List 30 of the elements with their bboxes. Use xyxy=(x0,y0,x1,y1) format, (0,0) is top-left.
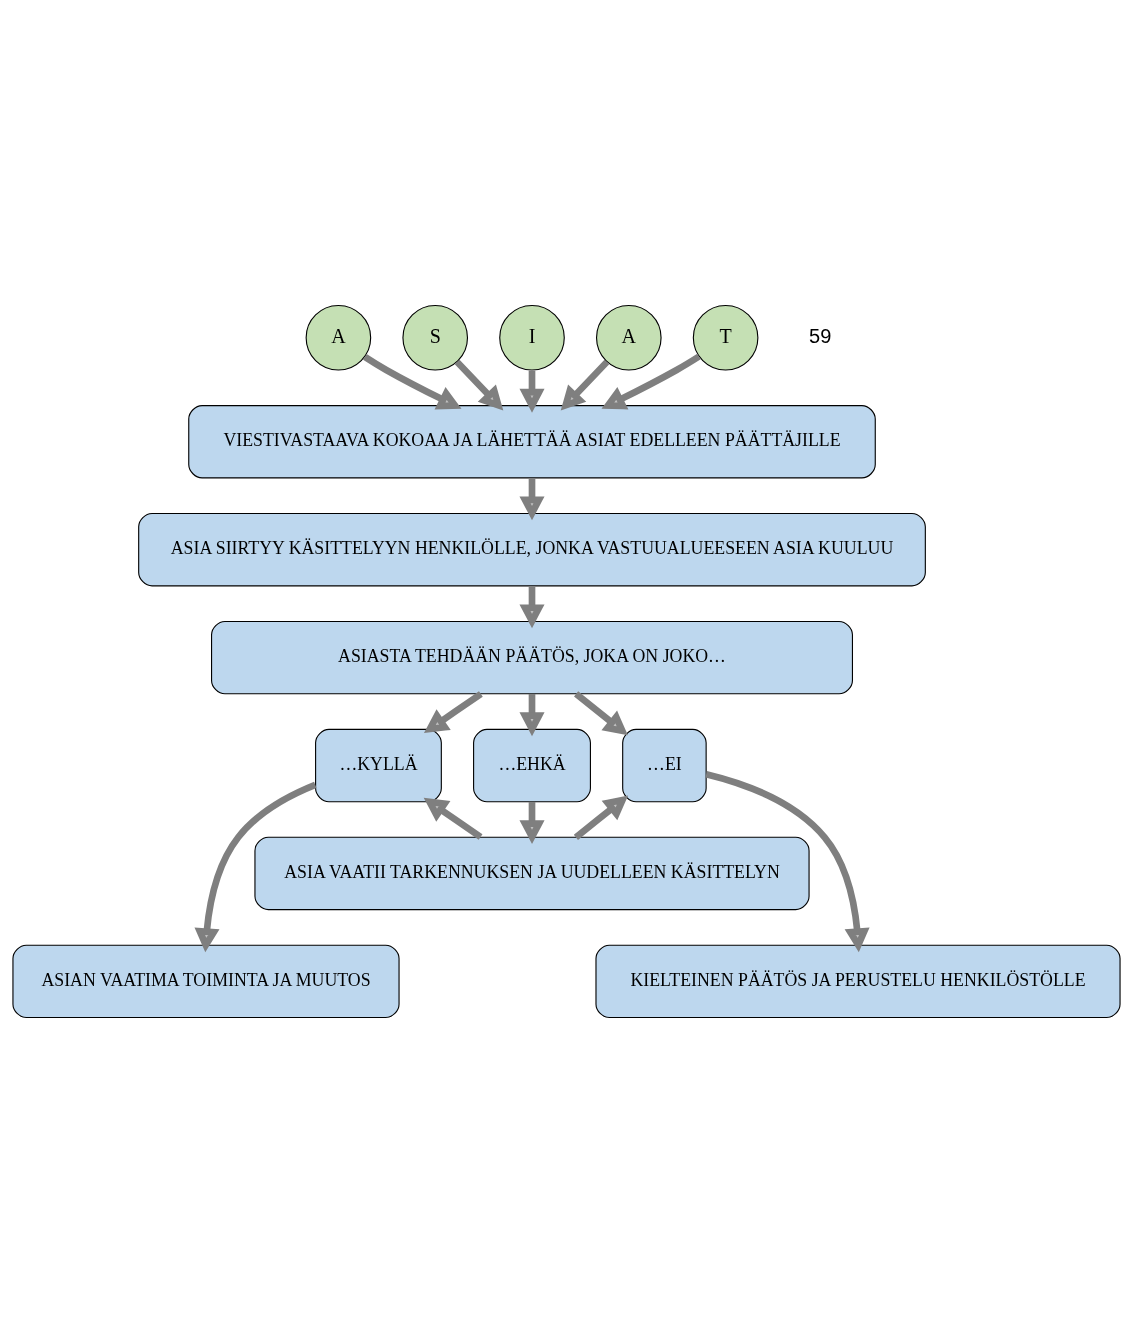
node-box: …KYLLÄ xyxy=(315,728,442,803)
arrow xyxy=(423,691,483,734)
arrow xyxy=(363,354,462,410)
node-box: ASIA VAATII TARKENNUKSEN JA UUDELLEEN KÄSITTELYN xyxy=(254,836,810,911)
arrow xyxy=(519,370,545,413)
node-box: …EHKÄ xyxy=(473,728,591,803)
arrow xyxy=(519,478,545,521)
node-circle: S xyxy=(402,304,469,371)
node-circle: T xyxy=(692,304,759,371)
arrow xyxy=(574,691,628,736)
arrow xyxy=(601,353,701,410)
node-box: VIESTIVASTAAVA KOKOAA JA LÄHETTÄÄ ASIAT EDELLEEN PÄÄTTÄJILLE xyxy=(188,405,876,479)
arrow xyxy=(573,795,629,840)
node-box: ASIAN VAATIMA TOIMINTA JA MUUTOS xyxy=(12,944,400,1019)
arrow xyxy=(423,797,483,840)
arrow xyxy=(519,693,545,737)
label: 59 xyxy=(809,324,832,347)
arrow xyxy=(560,359,610,411)
node-box: ASIA SIIRTYY KÄSITTELYYN HENKILÖLLE, JONKA VASTUUALUEESEEN ASIA KUULUU xyxy=(138,512,926,587)
arrow xyxy=(519,801,545,845)
node-box: …EI xyxy=(622,728,707,803)
node-box: KIELTEINEN PÄÄTÖS JA PERUSTELU HENKILÖSTÖLLE xyxy=(595,944,1121,1019)
node-circle: I xyxy=(499,304,565,371)
arrow xyxy=(705,770,870,953)
arrow xyxy=(519,586,545,629)
node-circle: A xyxy=(596,304,662,371)
arrow xyxy=(194,781,317,953)
node-circle: A xyxy=(305,304,372,371)
node-box: ASIASTA TEHDÄÄN PÄÄTÖS, JOKA ON JOKO… xyxy=(211,620,853,695)
arrow xyxy=(454,359,504,411)
